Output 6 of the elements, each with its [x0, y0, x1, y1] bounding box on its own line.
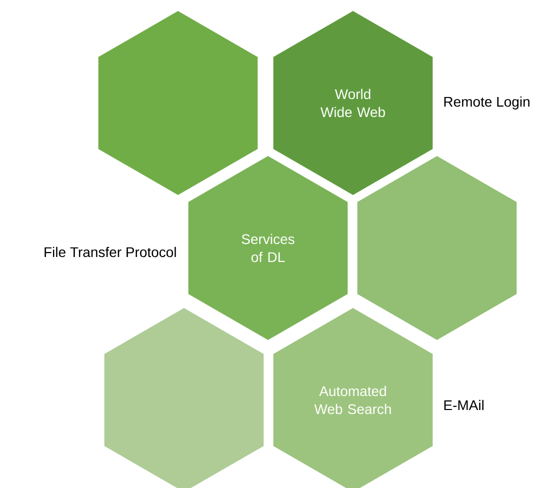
hexagon-box: World Wide Web: [273, 11, 433, 195]
hexagon: [104, 308, 264, 488]
hexagon: [357, 156, 517, 340]
hexagon-box: Services of DL: [188, 156, 348, 340]
hexagon-box: Automated Web Search: [273, 308, 433, 488]
hexagon: [98, 11, 258, 195]
